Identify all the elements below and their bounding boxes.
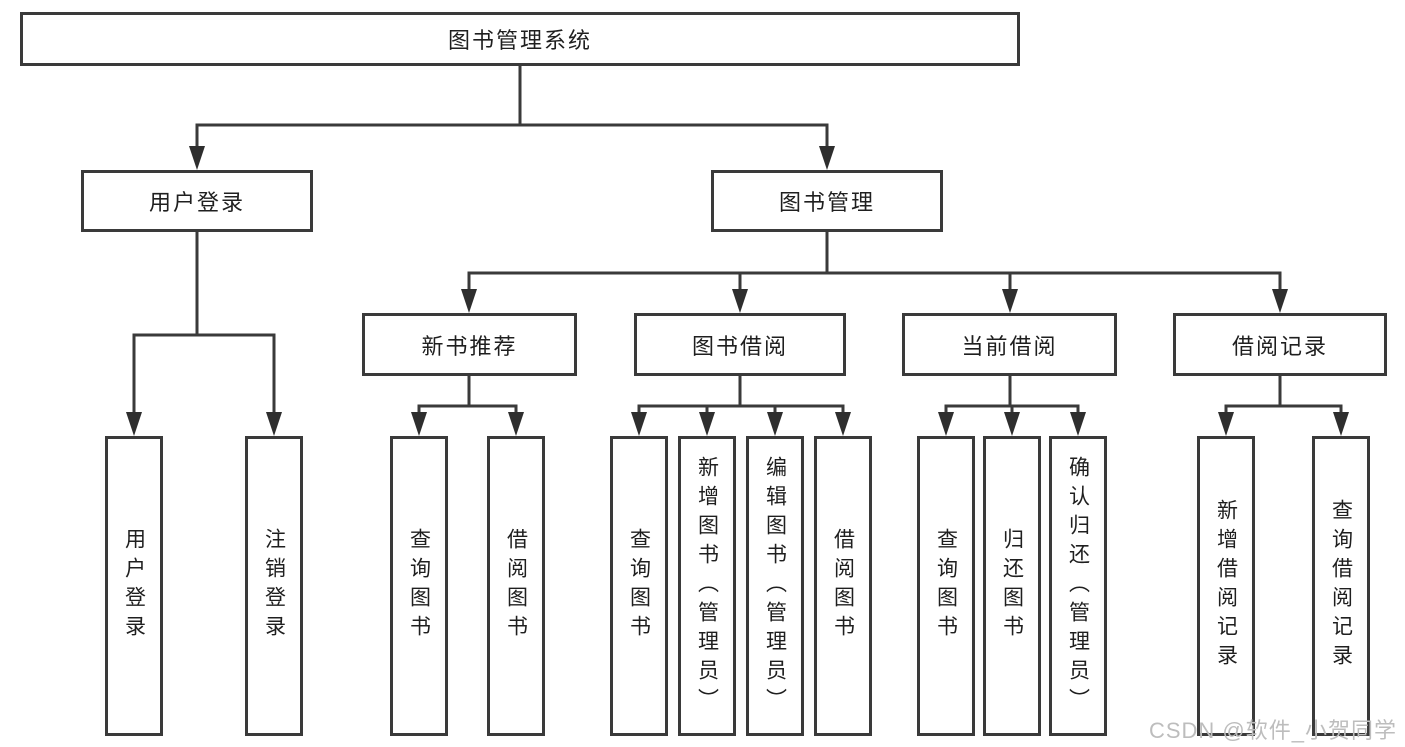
node-label: 借阅图书 [504,528,528,644]
node-query-books-current: 查询图书 [917,436,975,736]
node-label: 图书管理 [778,190,875,215]
node-label: 新书推荐 [421,333,518,359]
node-label: 新增图书（管理员） [695,455,719,717]
node-borrow-books-recommend: 借阅图书 [487,436,545,736]
node-label: 新增借阅记录 [1214,499,1238,673]
node-label: 查询借阅记录 [1329,499,1353,673]
node-label: 注销登录 [262,528,286,644]
node-label: 用户登录 [122,528,146,644]
node-label: 图书管理系统 [447,28,592,53]
node-query-borrow-record: 查询借阅记录 [1312,436,1370,736]
node-new-book-recommend: 新书推荐 [362,313,577,376]
node-label: 确认归还（管理员） [1066,455,1090,717]
node-label: 查询图书 [407,528,431,644]
node-label: 借阅图书 [831,528,855,644]
node-query-books-recommend: 查询图书 [390,436,448,736]
node-label: 用户登录 [148,190,245,215]
watermark: CSDN @软件_小贺同学 [1148,718,1397,743]
node-label: 查询图书 [627,528,651,644]
node-book-management: 图书管理 [711,170,943,232]
node-edit-book-admin: 编辑图书（管理员） [746,436,804,736]
node-user-login-group: 用户登录 [81,170,313,232]
node-label: 当前借阅 [961,333,1058,359]
node-current-borrow: 当前借阅 [902,313,1117,376]
node-root: 图书管理系统 [20,12,1020,66]
node-label: 归还图书 [1000,528,1024,644]
node-return-book: 归还图书 [983,436,1041,736]
node-label: 借阅记录 [1231,333,1328,359]
node-add-borrow-record: 新增借阅记录 [1197,436,1255,736]
node-borrow-records: 借阅记录 [1173,313,1387,376]
node-user-login: 用户登录 [105,436,163,736]
node-label: 查询图书 [934,528,958,644]
node-book-borrow: 图书借阅 [634,313,846,376]
node-query-books-borrow: 查询图书 [610,436,668,736]
node-label: 编辑图书（管理员） [763,455,787,717]
node-logout: 注销登录 [245,436,303,736]
node-borrow-books: 借阅图书 [814,436,872,736]
node-label: 图书借阅 [691,333,788,359]
node-add-book-admin: 新增图书（管理员） [678,436,736,736]
node-confirm-return-admin: 确认归还（管理员） [1049,436,1107,736]
